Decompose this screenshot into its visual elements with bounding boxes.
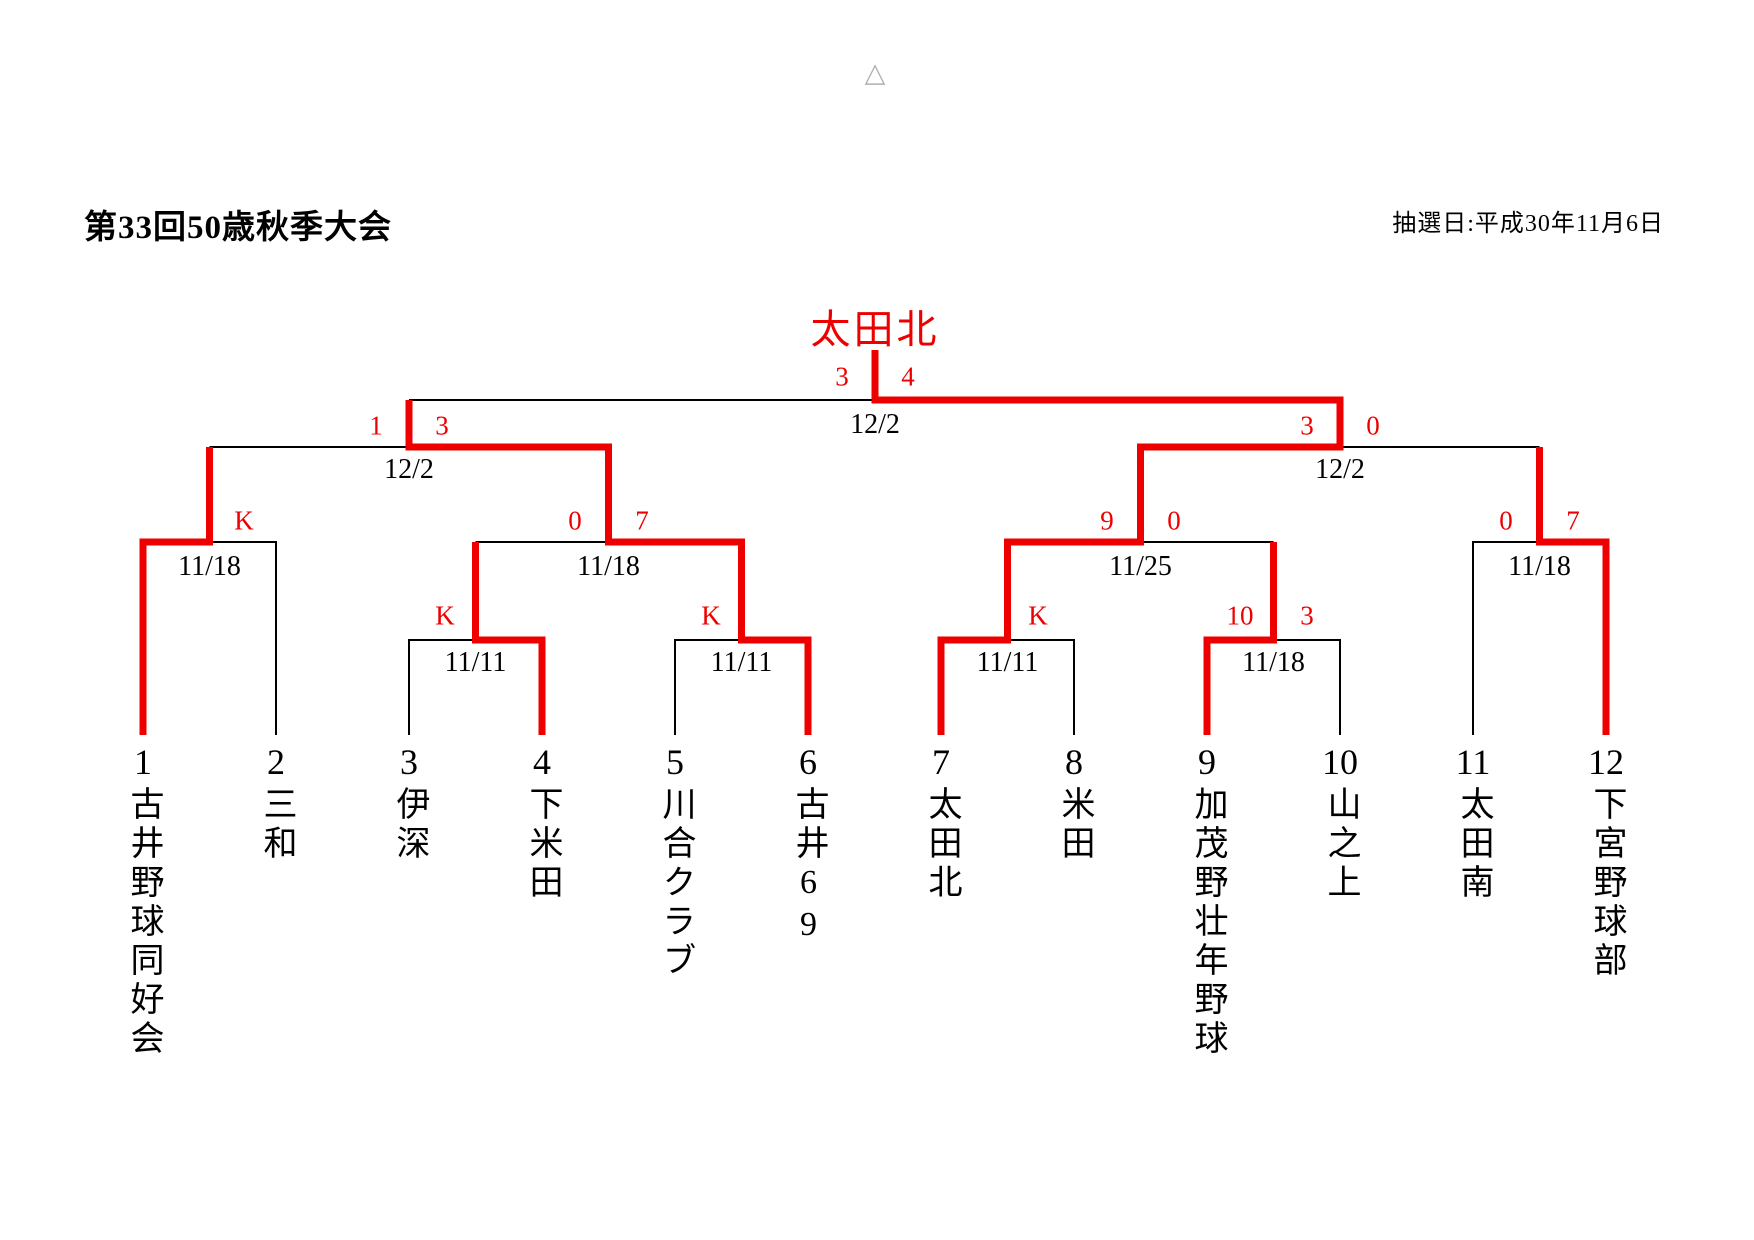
team-8-line [1007, 639, 1075, 735]
team-1-winner-path [139, 447, 213, 735]
match-3-4-date: 11/11 [444, 647, 507, 678]
match-11-12-date: 11/18 [1508, 551, 1571, 582]
team-2-line [209, 541, 277, 735]
match-11-12-score-left: 0 [1499, 505, 1513, 536]
sf-right-date: 12/2 [1315, 454, 1365, 485]
team-2-name: 三和 [258, 786, 295, 864]
match-9-10-date: 11/18 [1242, 647, 1305, 678]
sf-right-score-right: 0 [1366, 410, 1380, 441]
team-6-name: 古井69 [790, 786, 827, 948]
team-10-line [1273, 639, 1341, 735]
team-10-name: 山之上 [1322, 786, 1359, 903]
sf-left-score-left: 1 [369, 410, 383, 441]
sf-left-score-right: 3 [435, 410, 449, 441]
match-9-10-score-left: 10 [1226, 600, 1254, 631]
qf-left-score-left: 0 [568, 505, 582, 536]
team-4-winner-path [472, 542, 546, 735]
team-5-number: 5 [666, 742, 684, 782]
qf-right-score-left: 9 [1100, 505, 1114, 536]
team-5-line [674, 639, 742, 735]
match-7-8-score-right: K [1028, 600, 1048, 631]
team-6-number: 6 [799, 742, 817, 782]
team-7-champion-path [871, 350, 1344, 735]
team-4-number: 4 [533, 742, 551, 782]
team-2-number: 2 [267, 742, 285, 782]
team-8-name: 米田 [1056, 786, 1093, 864]
qf-left-date: 11/18 [577, 551, 640, 582]
match-5-6-date: 11/11 [710, 647, 773, 678]
final-date: 12/2 [850, 409, 900, 440]
team-12-winner-path [1536, 447, 1610, 735]
final-score-left: 3 [835, 361, 849, 392]
qf-right-score-right: 0 [1167, 505, 1181, 536]
sf-right-score-left: 3 [1300, 410, 1314, 441]
team-3-line [408, 639, 476, 735]
page-corner-triangle-icon: △ [864, 57, 886, 88]
team-9-name: 加茂野壮年野球 [1189, 786, 1226, 1059]
team-9-winner-path [1203, 542, 1277, 735]
team-9-number: 9 [1198, 742, 1216, 782]
team-7-name: 太田北 [923, 786, 960, 903]
qf-right-date: 11/25 [1109, 551, 1172, 582]
match-3-4-score-left: K [435, 600, 455, 631]
match-1-2-score-right: K [234, 505, 254, 536]
champion-name: 太田北 [810, 307, 940, 352]
draw-date-label: 抽選日:平成30年11月6日 [1392, 211, 1664, 237]
sf-left-date: 12/2 [384, 454, 434, 485]
team-1-number: 1 [134, 742, 152, 782]
team-10-number: 10 [1322, 742, 1358, 782]
team-8-number: 8 [1065, 742, 1083, 782]
match-1-2-date: 11/18 [178, 551, 241, 582]
team-7-number: 7 [932, 742, 950, 782]
match-9-10-score-right: 3 [1300, 600, 1314, 631]
team-5-name: 川合クラブ [657, 786, 694, 981]
page-title: 第33回50歳秋季大会 [84, 210, 392, 246]
final-score-right: 4 [901, 361, 915, 392]
match-11-12-score-right: 7 [1566, 505, 1580, 536]
team-3-name: 伊深 [391, 786, 428, 864]
team-12-number: 12 [1588, 742, 1624, 782]
team-1-name: 古井野球同好会 [125, 786, 162, 1059]
team-11-number: 11 [1455, 742, 1491, 782]
team-12-name: 下宮野球部 [1588, 786, 1625, 981]
team-4-name: 下米田 [524, 786, 561, 903]
match-7-8-date: 11/11 [976, 647, 1039, 678]
team-3-number: 3 [400, 742, 418, 782]
team-6-winner-path [405, 400, 812, 735]
team-11-line [1472, 541, 1540, 735]
qf-left-score-right: 7 [635, 505, 649, 536]
match-5-6-score-left: K [701, 600, 721, 631]
team-11-name: 太田南 [1455, 786, 1492, 903]
